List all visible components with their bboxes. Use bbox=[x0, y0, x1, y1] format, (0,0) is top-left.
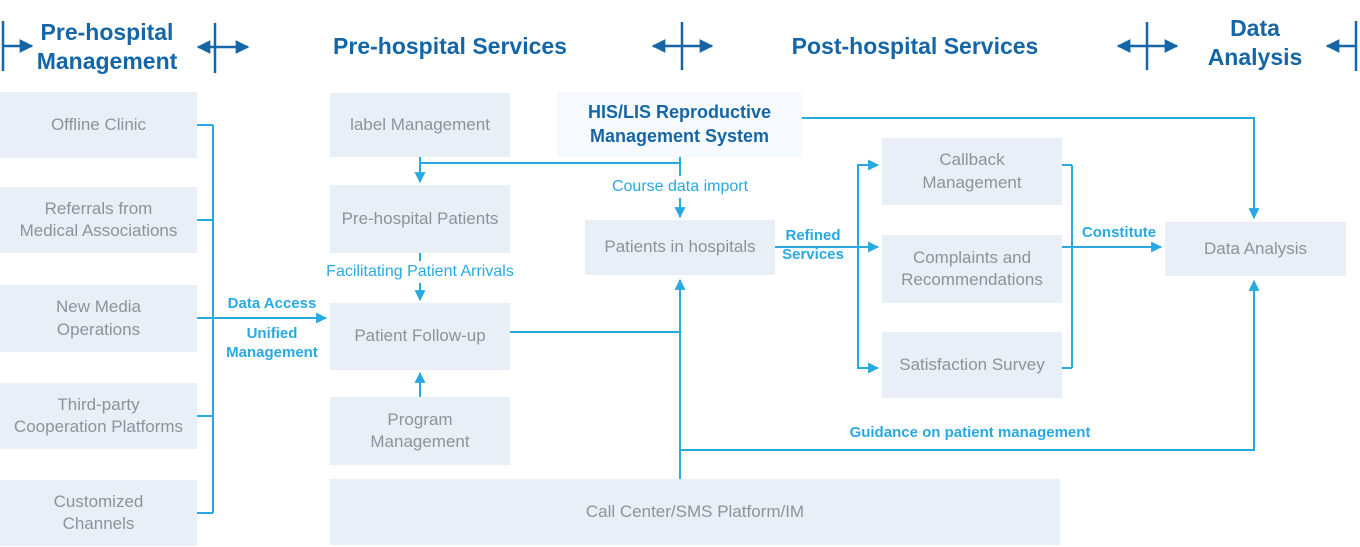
connector-refined-services bbox=[775, 159, 880, 374]
node-referrals-medical-associations: Referrals from Medical Associations bbox=[0, 187, 197, 253]
header-post-hospital-services: Post-hospital Services bbox=[791, 33, 1039, 59]
flow-label-course-data-import: Course data import bbox=[603, 176, 757, 198]
node-pre-hospital-patients: Pre-hospital Patients bbox=[330, 185, 510, 253]
node-program-management: Program Management bbox=[330, 397, 510, 465]
node-offline-clinic: Offline Clinic bbox=[0, 92, 197, 158]
header-pre-hospital-services: Pre-hospital Services bbox=[333, 33, 567, 59]
flow-label-unified-management: Unified Management bbox=[226, 325, 318, 361]
flow-label-facilitating-patient-arrivals: Facilitating Patient Arrivals bbox=[318, 261, 522, 283]
connector-constitute bbox=[1062, 164, 1163, 369]
node-his-lis-system: HIS/LIS Reproductive Management System bbox=[557, 92, 802, 157]
header-data-analysis: Data Analysis bbox=[1207, 15, 1303, 70]
header-pre-hospital-management: Pre-hospital Management bbox=[36, 19, 178, 74]
node-satisfaction-survey: Satisfaction Survey bbox=[882, 332, 1062, 398]
node-callback-management: Callback Management bbox=[882, 138, 1062, 205]
node-data-analysis: Data Analysis bbox=[1165, 222, 1346, 276]
node-customized-channels: Customized Channels bbox=[0, 480, 197, 546]
node-new-media-operations: New Media Operations bbox=[0, 285, 197, 352]
node-call-center-platform: Call Center/SMS Platform/IM bbox=[330, 479, 1060, 545]
section-separator-arrows bbox=[1, 21, 1358, 73]
node-patient-follow-up: Patient Follow-up bbox=[330, 303, 510, 370]
flow-label-guidance: Guidance on patient management bbox=[849, 424, 1091, 441]
node-complaints-recommendations: Complaints and Recommendations bbox=[882, 235, 1062, 303]
connector-channels-collector bbox=[197, 124, 328, 514]
node-third-party-cooperation: Third-party Cooperation Platforms bbox=[0, 383, 197, 449]
node-patients-in-hospitals: Patients in hospitals bbox=[585, 220, 775, 275]
flow-label-refined-services: Refined Services bbox=[782, 227, 844, 263]
flow-label-constitute: Constitute bbox=[1081, 224, 1157, 241]
node-label-management: label Management bbox=[330, 93, 510, 157]
flow-label-data-access: Data Access bbox=[227, 295, 317, 312]
